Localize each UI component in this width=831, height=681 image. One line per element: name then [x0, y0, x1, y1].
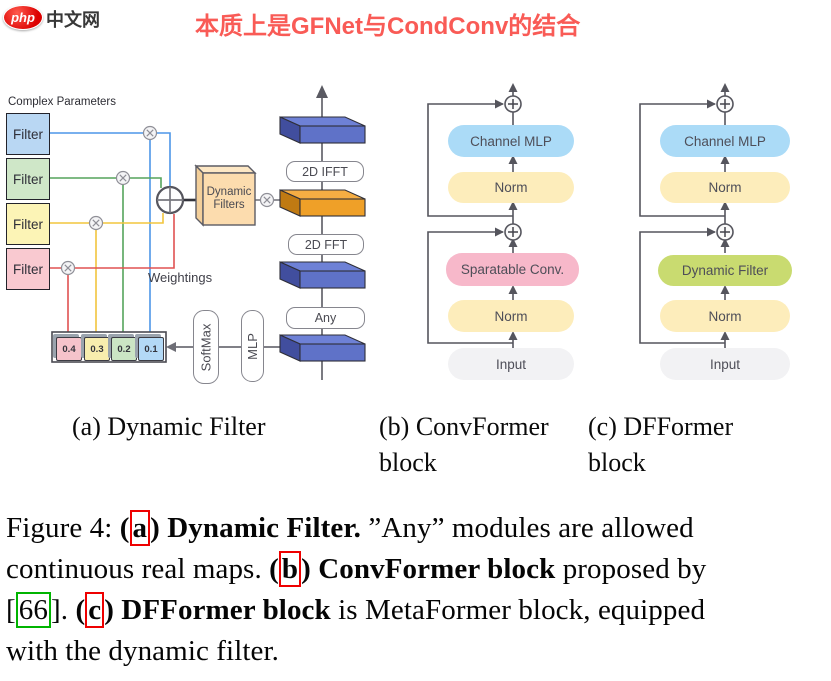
caption-segment: Figure 4: — [6, 512, 120, 544]
weights-arrowhead — [166, 342, 176, 352]
subcaption-c-line2: block — [588, 448, 646, 477]
subcaption-b-line1: (b) ConvFormer — [379, 412, 549, 441]
panel-c-add-circles — [716, 95, 734, 241]
caption-segment: ]. — [50, 594, 76, 626]
caption-segment: ( — [75, 594, 86, 626]
caption-segment: ( — [119, 512, 130, 544]
caption-segment: ( — [269, 553, 279, 585]
phpcn-logo-brand: php — [11, 10, 35, 25]
b-norm-bottom-box: Norm — [448, 300, 574, 332]
subcaption-c-line1: (c) DFFormer — [588, 412, 734, 441]
weight-chip-0.2: 0.2 — [111, 337, 137, 361]
stack-top-arrowhead — [316, 85, 328, 98]
softmax-box: SoftMax — [193, 310, 219, 384]
caption-segment: ”Any” modules are allowed — [368, 512, 694, 544]
b-norm-top-box: Norm — [448, 172, 574, 203]
tensor-slab-spectrum — [279, 189, 366, 217]
softmax-label: SoftMax — [198, 323, 214, 371]
fft-box: 2D FFT — [288, 234, 364, 255]
tensor-slab-mid — [279, 261, 366, 289]
subcaption-c: (c) DFFormer block — [588, 409, 733, 481]
c-channel-mlp-box: Channel MLP — [660, 125, 790, 157]
caption-segment: ConvFormer block — [318, 553, 556, 585]
filter-box-blue: Filter — [6, 113, 50, 155]
weight-chip-0.3: 0.3 — [84, 337, 110, 361]
caption-segment: [ — [6, 594, 16, 626]
b-input-box: Input — [448, 348, 574, 380]
panel-a-wires — [48, 132, 175, 332]
complex-parameters-label: Complex Parameters — [8, 96, 117, 108]
caption-segment: with the dynamic filter. — [6, 635, 280, 667]
panel-b-add-circles — [504, 95, 522, 241]
caption-segment: ) — [150, 512, 168, 544]
weight-chip-0.1: 0.1 — [138, 337, 164, 361]
weightings-label: Weightings — [148, 270, 213, 285]
c-input-box: Input — [660, 348, 790, 380]
caption-link-box[interactable]: 66 — [15, 592, 51, 628]
subcaption-b: (b) ConvFormer block — [379, 409, 549, 481]
caption-segment: ) — [104, 594, 122, 626]
filter-box-pink: Filter — [6, 248, 50, 290]
filter-box-green: Filter — [6, 158, 50, 200]
article-title: 本质上是GFNet与CondConv的结合 — [195, 13, 581, 40]
caption-segment: is MetaFormer block, equipped — [338, 594, 706, 626]
mlp-box: MLP — [241, 310, 264, 382]
tensor-slab-bottom — [279, 334, 366, 362]
phpcn-logo[interactable]: php — [3, 5, 43, 30]
mlp-label: MLP — [245, 332, 261, 360]
filter-box-yellow: Filter — [6, 203, 50, 245]
caption-link-box[interactable]: c — [85, 592, 105, 628]
sum-circle-icon — [155, 185, 185, 215]
c-norm-top-box: Norm — [660, 172, 790, 203]
c-norm-bottom-box: Norm — [660, 300, 790, 332]
b-sparatable-conv-box: Sparatable Conv. — [446, 253, 579, 286]
ifft-box: 2D IFFT — [286, 161, 364, 182]
subcaption-b-line2: block — [379, 448, 437, 477]
caption-segment: ) — [301, 553, 319, 585]
figure-caption: Figure 4: (a) Dynamic Filter. ”Any” modu… — [6, 508, 828, 672]
phpcn-site-name[interactable]: 中文网 — [46, 10, 100, 30]
caption-segment: DFFormer block — [121, 594, 331, 626]
caption-link-box[interactable]: b — [278, 551, 302, 587]
c-dynamic-filter-box: Dynamic Filter — [658, 255, 792, 286]
subcaption-a: (a) Dynamic Filter — [72, 412, 266, 441]
caption-segment: continuous real maps. — [6, 553, 270, 585]
weight-chip-0.4: 0.4 — [56, 337, 82, 361]
dynamic-filters-label: Dynamic Filters — [206, 186, 252, 211]
any-box: Any — [286, 307, 365, 329]
caption-segment: Dynamic Filter. — [167, 512, 361, 544]
tensor-slab-top — [279, 116, 366, 144]
b-channel-mlp-box: Channel MLP — [448, 125, 574, 157]
caption-link-box[interactable]: a — [129, 510, 151, 546]
caption-segment: proposed by — [562, 553, 707, 585]
